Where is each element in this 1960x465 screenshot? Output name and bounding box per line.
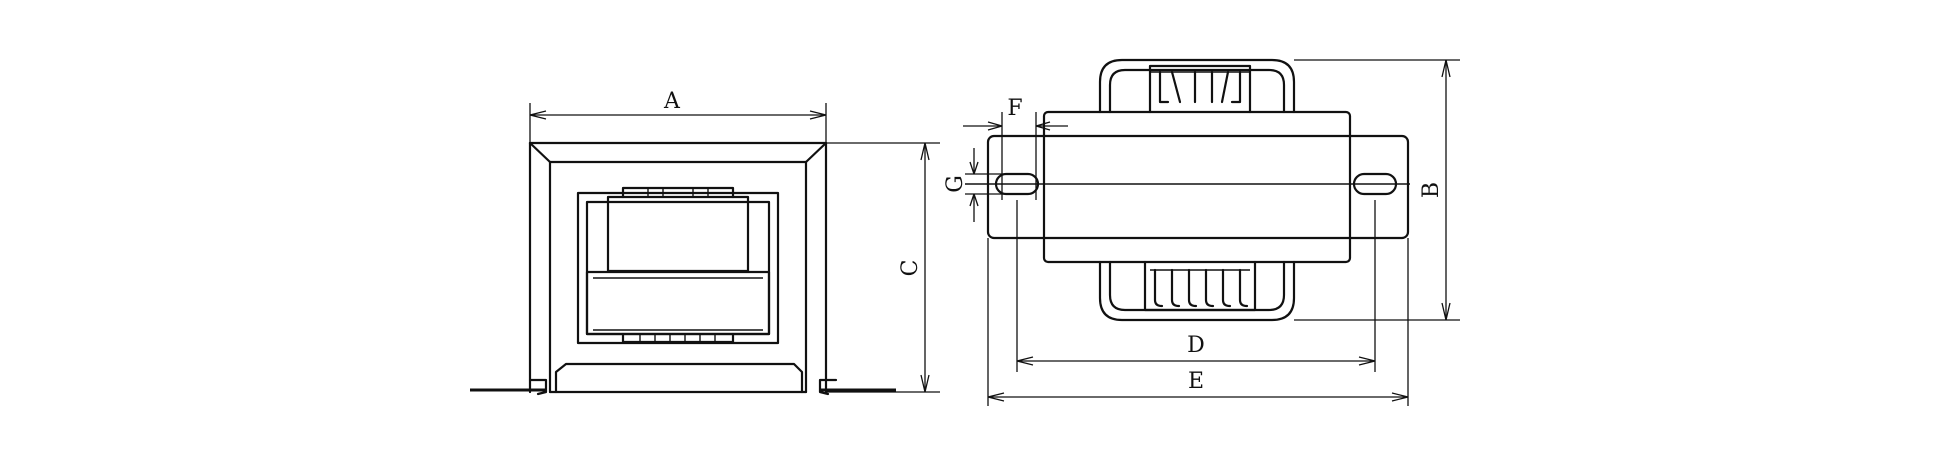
dim-d-label: D bbox=[1187, 333, 1205, 358]
top-terminal-block bbox=[1148, 64, 1252, 114]
dimension-a: A bbox=[529, 89, 827, 143]
dim-d-extension-lines bbox=[1016, 200, 1376, 372]
dim-b-extension-lines bbox=[1294, 59, 1460, 321]
dim-e-label: E bbox=[1188, 369, 1204, 394]
dim-d-arrows bbox=[1016, 356, 1376, 366]
upper-coil bbox=[606, 195, 750, 273]
dimension-b: B bbox=[1294, 59, 1460, 321]
frame-outer-sides bbox=[528, 141, 828, 394]
top-terminals bbox=[621, 186, 735, 199]
dim-a-arrows bbox=[529, 110, 827, 120]
top-terminal-dividers bbox=[647, 188, 709, 197]
dimension-c: C bbox=[826, 142, 940, 393]
side-view bbox=[965, 58, 1410, 322]
front-foot-tab-right bbox=[818, 378, 838, 396]
top-bracket-inner bbox=[1108, 68, 1286, 114]
lower-coil-lines bbox=[593, 277, 763, 331]
dim-g-extension-lines bbox=[965, 173, 1010, 195]
dim-b-arrows bbox=[1441, 59, 1451, 321]
frame-chamfers bbox=[528, 141, 828, 164]
top-terminal-pins bbox=[1158, 70, 1242, 104]
dim-c-extension-lines bbox=[826, 142, 940, 393]
front-view bbox=[470, 141, 896, 396]
dim-f-extension-lines bbox=[1001, 112, 1037, 200]
dim-f-label: F bbox=[1007, 96, 1022, 121]
front-foot-tab-left bbox=[528, 378, 548, 396]
dimension-e: E bbox=[987, 238, 1409, 406]
bottom-bracket-inner bbox=[1108, 260, 1286, 312]
dim-c-arrows bbox=[920, 142, 930, 393]
top-bracket bbox=[1098, 58, 1296, 114]
dim-a-extension-lines bbox=[529, 103, 827, 143]
mounting-plate bbox=[986, 134, 1410, 240]
dimension-g: G bbox=[943, 148, 1010, 222]
lower-coil bbox=[585, 270, 771, 336]
bottom-terminal-pins bbox=[1153, 268, 1249, 308]
front-bottom-plate bbox=[554, 362, 804, 394]
dim-g-arrows bbox=[969, 161, 979, 207]
bottom-terminal-dividers bbox=[639, 334, 716, 342]
dim-a-label: A bbox=[663, 89, 681, 114]
dim-e-extension-lines bbox=[987, 238, 1409, 406]
bottom-terminals bbox=[621, 332, 735, 344]
dimension-f: F bbox=[963, 96, 1068, 200]
dim-b-label: B bbox=[1419, 182, 1444, 198]
bottom-terminal-block bbox=[1143, 260, 1257, 312]
frame-inner-sides bbox=[548, 160, 808, 394]
dim-f-arrows bbox=[987, 121, 1051, 131]
core-inner bbox=[585, 200, 771, 336]
dim-e-arrows bbox=[987, 392, 1409, 402]
dimension-d: D bbox=[1016, 200, 1376, 372]
dim-g-label: G bbox=[943, 175, 968, 193]
side-core bbox=[1042, 110, 1352, 264]
bottom-bracket bbox=[1098, 260, 1296, 322]
dim-c-label: C bbox=[898, 260, 923, 277]
